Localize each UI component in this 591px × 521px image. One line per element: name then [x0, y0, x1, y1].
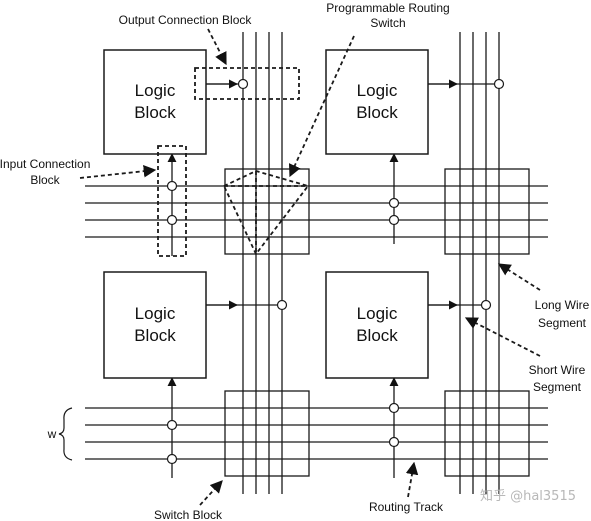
input-connection-block-label-line2: Block: [30, 173, 60, 187]
switch-point: [166, 180, 178, 192]
w-label: w: [47, 427, 57, 441]
short-wire-segment-label-line1: Short Wire: [529, 363, 586, 377]
programmable-routing-switch-label-line2: Switch: [370, 16, 405, 30]
vertical-channel-left: [242, 32, 283, 494]
horizontal-channel-top: [85, 185, 548, 238]
logic-outputs: [206, 79, 499, 310]
annotation-arrows: [79, 28, 541, 506]
programmable-routing-switch-detail: [222, 170, 310, 256]
logic-block-label-line1: Logic: [357, 304, 398, 323]
long-wire-segment-label-line2: Segment: [538, 316, 587, 330]
watermark: 知乎 @hal3515: [480, 488, 576, 504]
switch-block-top-left: [224, 168, 310, 255]
switch-point: [276, 299, 288, 311]
w-brace: [58, 407, 73, 461]
logic-block-label-line2: Block: [356, 103, 398, 122]
logic-block-label-line2: Block: [134, 326, 176, 345]
programmable-routing-switch-label-line1: Programmable Routing: [326, 1, 449, 15]
vertical-channel-right: [459, 32, 500, 494]
routing-track-label: Routing Track: [369, 500, 444, 514]
logic-block-bottom-right: Logic Block: [325, 271, 429, 379]
logic-block-label-line1: Logic: [135, 304, 176, 323]
logic-block-top-left: Logic Block: [103, 49, 207, 155]
switch-block-top-right: [444, 168, 530, 255]
output-connection-block-highlight: [194, 67, 300, 100]
switch-point: [388, 402, 400, 414]
input-connection-block-highlight: [157, 145, 187, 257]
switch-point: [166, 453, 178, 465]
switch-block-label: Switch Block: [154, 508, 223, 521]
logic-block-top-right: Logic Block: [325, 49, 429, 155]
long-wire-segment-label-line1: Long Wire: [535, 298, 590, 312]
switch-block-bottom-left: [224, 390, 310, 477]
switch-point: [237, 78, 249, 90]
short-wire-segment-label-line2: Segment: [533, 380, 582, 394]
logic-block-label-line1: Logic: [135, 81, 176, 100]
switch-point: [166, 419, 178, 431]
horizontal-channel-bottom: [85, 407, 548, 460]
switch-point: [388, 436, 400, 448]
switch-points: [166, 78, 505, 465]
switch-point: [388, 197, 400, 209]
logic-block-label-line2: Block: [134, 103, 176, 122]
switch-point: [493, 78, 505, 90]
switch-block-bottom-right: [444, 390, 530, 477]
switch-point: [480, 299, 492, 311]
logic-block-label-line1: Logic: [357, 81, 398, 100]
logic-block-bottom-left: Logic Block: [103, 271, 207, 379]
switch-point: [388, 214, 400, 226]
logic-block-label-line2: Block: [356, 326, 398, 345]
switch-point: [166, 214, 178, 226]
input-connection-block-label-line1: Input Connection: [0, 157, 90, 171]
output-connection-block-label: Output Connection Block: [119, 13, 253, 27]
